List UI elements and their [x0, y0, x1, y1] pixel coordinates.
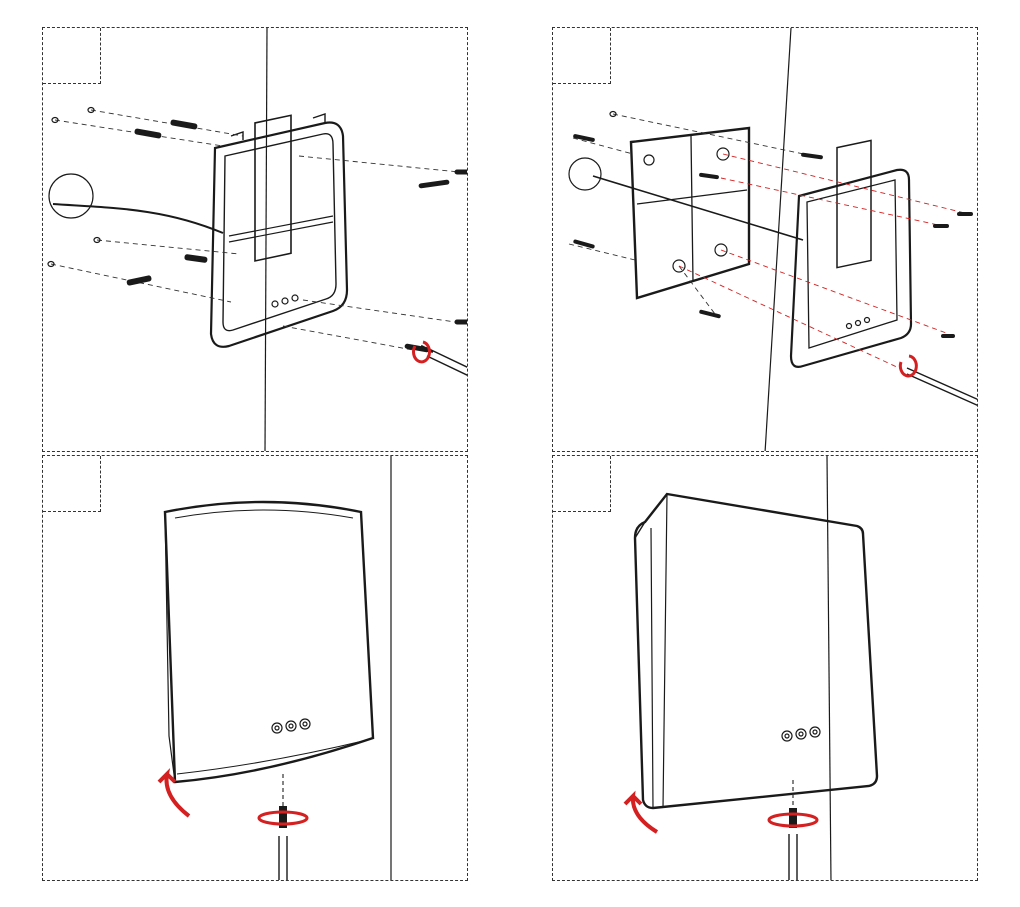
screw-icon	[455, 320, 468, 324]
wall-edge	[765, 28, 791, 452]
screw-icon	[957, 212, 973, 216]
wall-edge	[827, 456, 831, 881]
screw-icon	[419, 180, 449, 188]
wall-plug-icon	[127, 276, 152, 286]
screwdriver-icon	[789, 834, 797, 881]
drill-holes	[48, 108, 100, 267]
device-housing	[635, 494, 877, 808]
screw-icon	[933, 224, 949, 228]
panel-step-4	[552, 455, 978, 881]
device-housing	[165, 502, 373, 782]
screw-icon	[573, 239, 595, 249]
base-plate	[631, 128, 749, 298]
plate-install-illustration	[553, 28, 978, 452]
cable	[53, 204, 223, 233]
wall-plug-icon	[185, 254, 207, 262]
wall-plug-icon	[135, 129, 161, 138]
screwdriver-icon	[907, 368, 978, 406]
bracket-install-illustration	[43, 28, 468, 452]
mounting-bracket	[791, 140, 911, 366]
panel-step-1	[42, 27, 468, 452]
wall-plug-icon	[171, 120, 197, 129]
screwdriver-icon	[279, 836, 287, 881]
mounting-bracket	[211, 114, 347, 347]
screw-icon	[699, 173, 719, 180]
red-alignment-guides	[679, 154, 969, 368]
device-attach-angled-illustration	[553, 456, 978, 881]
panel-step-3	[42, 455, 468, 881]
screw-icon	[801, 152, 823, 159]
wall-edge	[265, 28, 267, 452]
cable	[593, 176, 803, 240]
screw-icon	[941, 334, 955, 338]
rotate-arrow-icon	[900, 356, 916, 376]
rotate-arrow-icon	[625, 796, 657, 832]
cable-hole-icon	[569, 158, 601, 190]
screw-icon	[699, 309, 721, 318]
panel-step-2	[552, 27, 978, 452]
screw-icon	[455, 170, 468, 174]
cable-hole-icon	[49, 174, 93, 218]
device-attach-illustration	[43, 456, 468, 881]
